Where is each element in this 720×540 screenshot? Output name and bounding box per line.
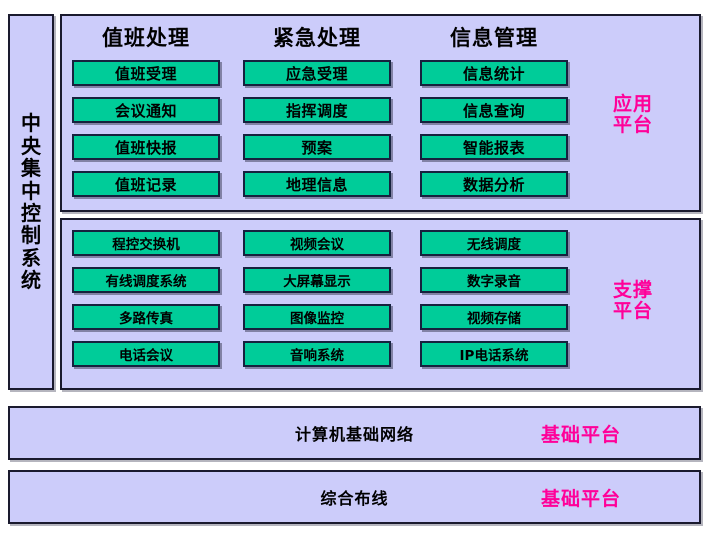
cell-duty-4[interactable]: 值班记录 [72, 171, 220, 197]
cell-support-b2[interactable]: 大屏幕显示 [243, 267, 391, 293]
support-column-switching: 程控交换机 有线调度系统 多路传真 电话会议 [72, 230, 220, 367]
cell-emergency-4[interactable]: 地理信息 [243, 171, 391, 197]
cabling-bar-title: 综合布线 [320, 489, 389, 508]
cabling-bar-tag: 基础平台 [540, 487, 621, 510]
cell-support-b4[interactable]: 音响系统 [243, 341, 391, 367]
network-infrastructure-bar: 计算机基础网络 基础平台 [8, 406, 701, 460]
cell-duty-3[interactable]: 值班快报 [72, 134, 220, 160]
application-column-information: 信息统计 信息查询 智能报表 数据分析 [420, 60, 568, 197]
structured-cabling-bar: 综合布线 基础平台 [8, 470, 701, 524]
central-control-system-spine: 中央集中控制系统 [8, 14, 54, 390]
application-column-headings: 值班处理 紧急处理 信息管理 [62, 22, 699, 56]
spine-label: 中央集中控制系统 [21, 111, 41, 293]
application-platform-panel: 值班处理 紧急处理 信息管理 值班受理 会议通知 值班快报 值班记录 应急受理 … [60, 14, 701, 212]
cell-support-b1[interactable]: 视频会议 [243, 230, 391, 256]
cell-emergency-2[interactable]: 指挥调度 [243, 97, 391, 123]
cell-support-b3[interactable]: 图像监控 [243, 304, 391, 330]
cell-support-a3[interactable]: 多路传真 [72, 304, 220, 330]
cell-information-1[interactable]: 信息统计 [420, 60, 568, 86]
application-platform-tag: 应用 平台 [612, 93, 653, 137]
cell-support-a2[interactable]: 有线调度系统 [72, 267, 220, 293]
support-platform-panel: 程控交换机 有线调度系统 多路传真 电话会议 视频会议 大屏幕显示 图像监控 音… [60, 218, 701, 390]
application-column-emergency: 应急受理 指挥调度 预案 地理信息 [243, 60, 391, 197]
cell-duty-1[interactable]: 值班受理 [72, 60, 220, 86]
support-column-wireless: 无线调度 数字录音 视频存储 IP电话系统 [420, 230, 568, 367]
network-bar-title: 计算机基础网络 [294, 425, 414, 444]
support-column-video: 视频会议 大屏幕显示 图像监控 音响系统 [243, 230, 391, 367]
column-heading-emergency: 紧急处理 [273, 26, 361, 50]
cell-emergency-3[interactable]: 预案 [243, 134, 391, 160]
cell-emergency-1[interactable]: 应急受理 [243, 60, 391, 86]
column-heading-duty: 值班处理 [102, 26, 190, 50]
cell-information-2[interactable]: 信息查询 [420, 97, 568, 123]
cell-support-a1[interactable]: 程控交换机 [72, 230, 220, 256]
column-heading-information: 信息管理 [450, 26, 538, 50]
cell-information-3[interactable]: 智能报表 [420, 134, 568, 160]
cell-support-c4[interactable]: IP电话系统 [420, 341, 568, 367]
cell-support-c2[interactable]: 数字录音 [420, 267, 568, 293]
cell-support-c3[interactable]: 视频存储 [420, 304, 568, 330]
cell-duty-2[interactable]: 会议通知 [72, 97, 220, 123]
cell-information-4[interactable]: 数据分析 [420, 171, 568, 197]
cell-support-a4[interactable]: 电话会议 [72, 341, 220, 367]
cell-support-c1[interactable]: 无线调度 [420, 230, 568, 256]
network-bar-tag: 基础平台 [540, 423, 621, 446]
support-platform-tag: 支撑 平台 [612, 279, 653, 323]
application-column-duty: 值班受理 会议通知 值班快报 值班记录 [72, 60, 220, 197]
